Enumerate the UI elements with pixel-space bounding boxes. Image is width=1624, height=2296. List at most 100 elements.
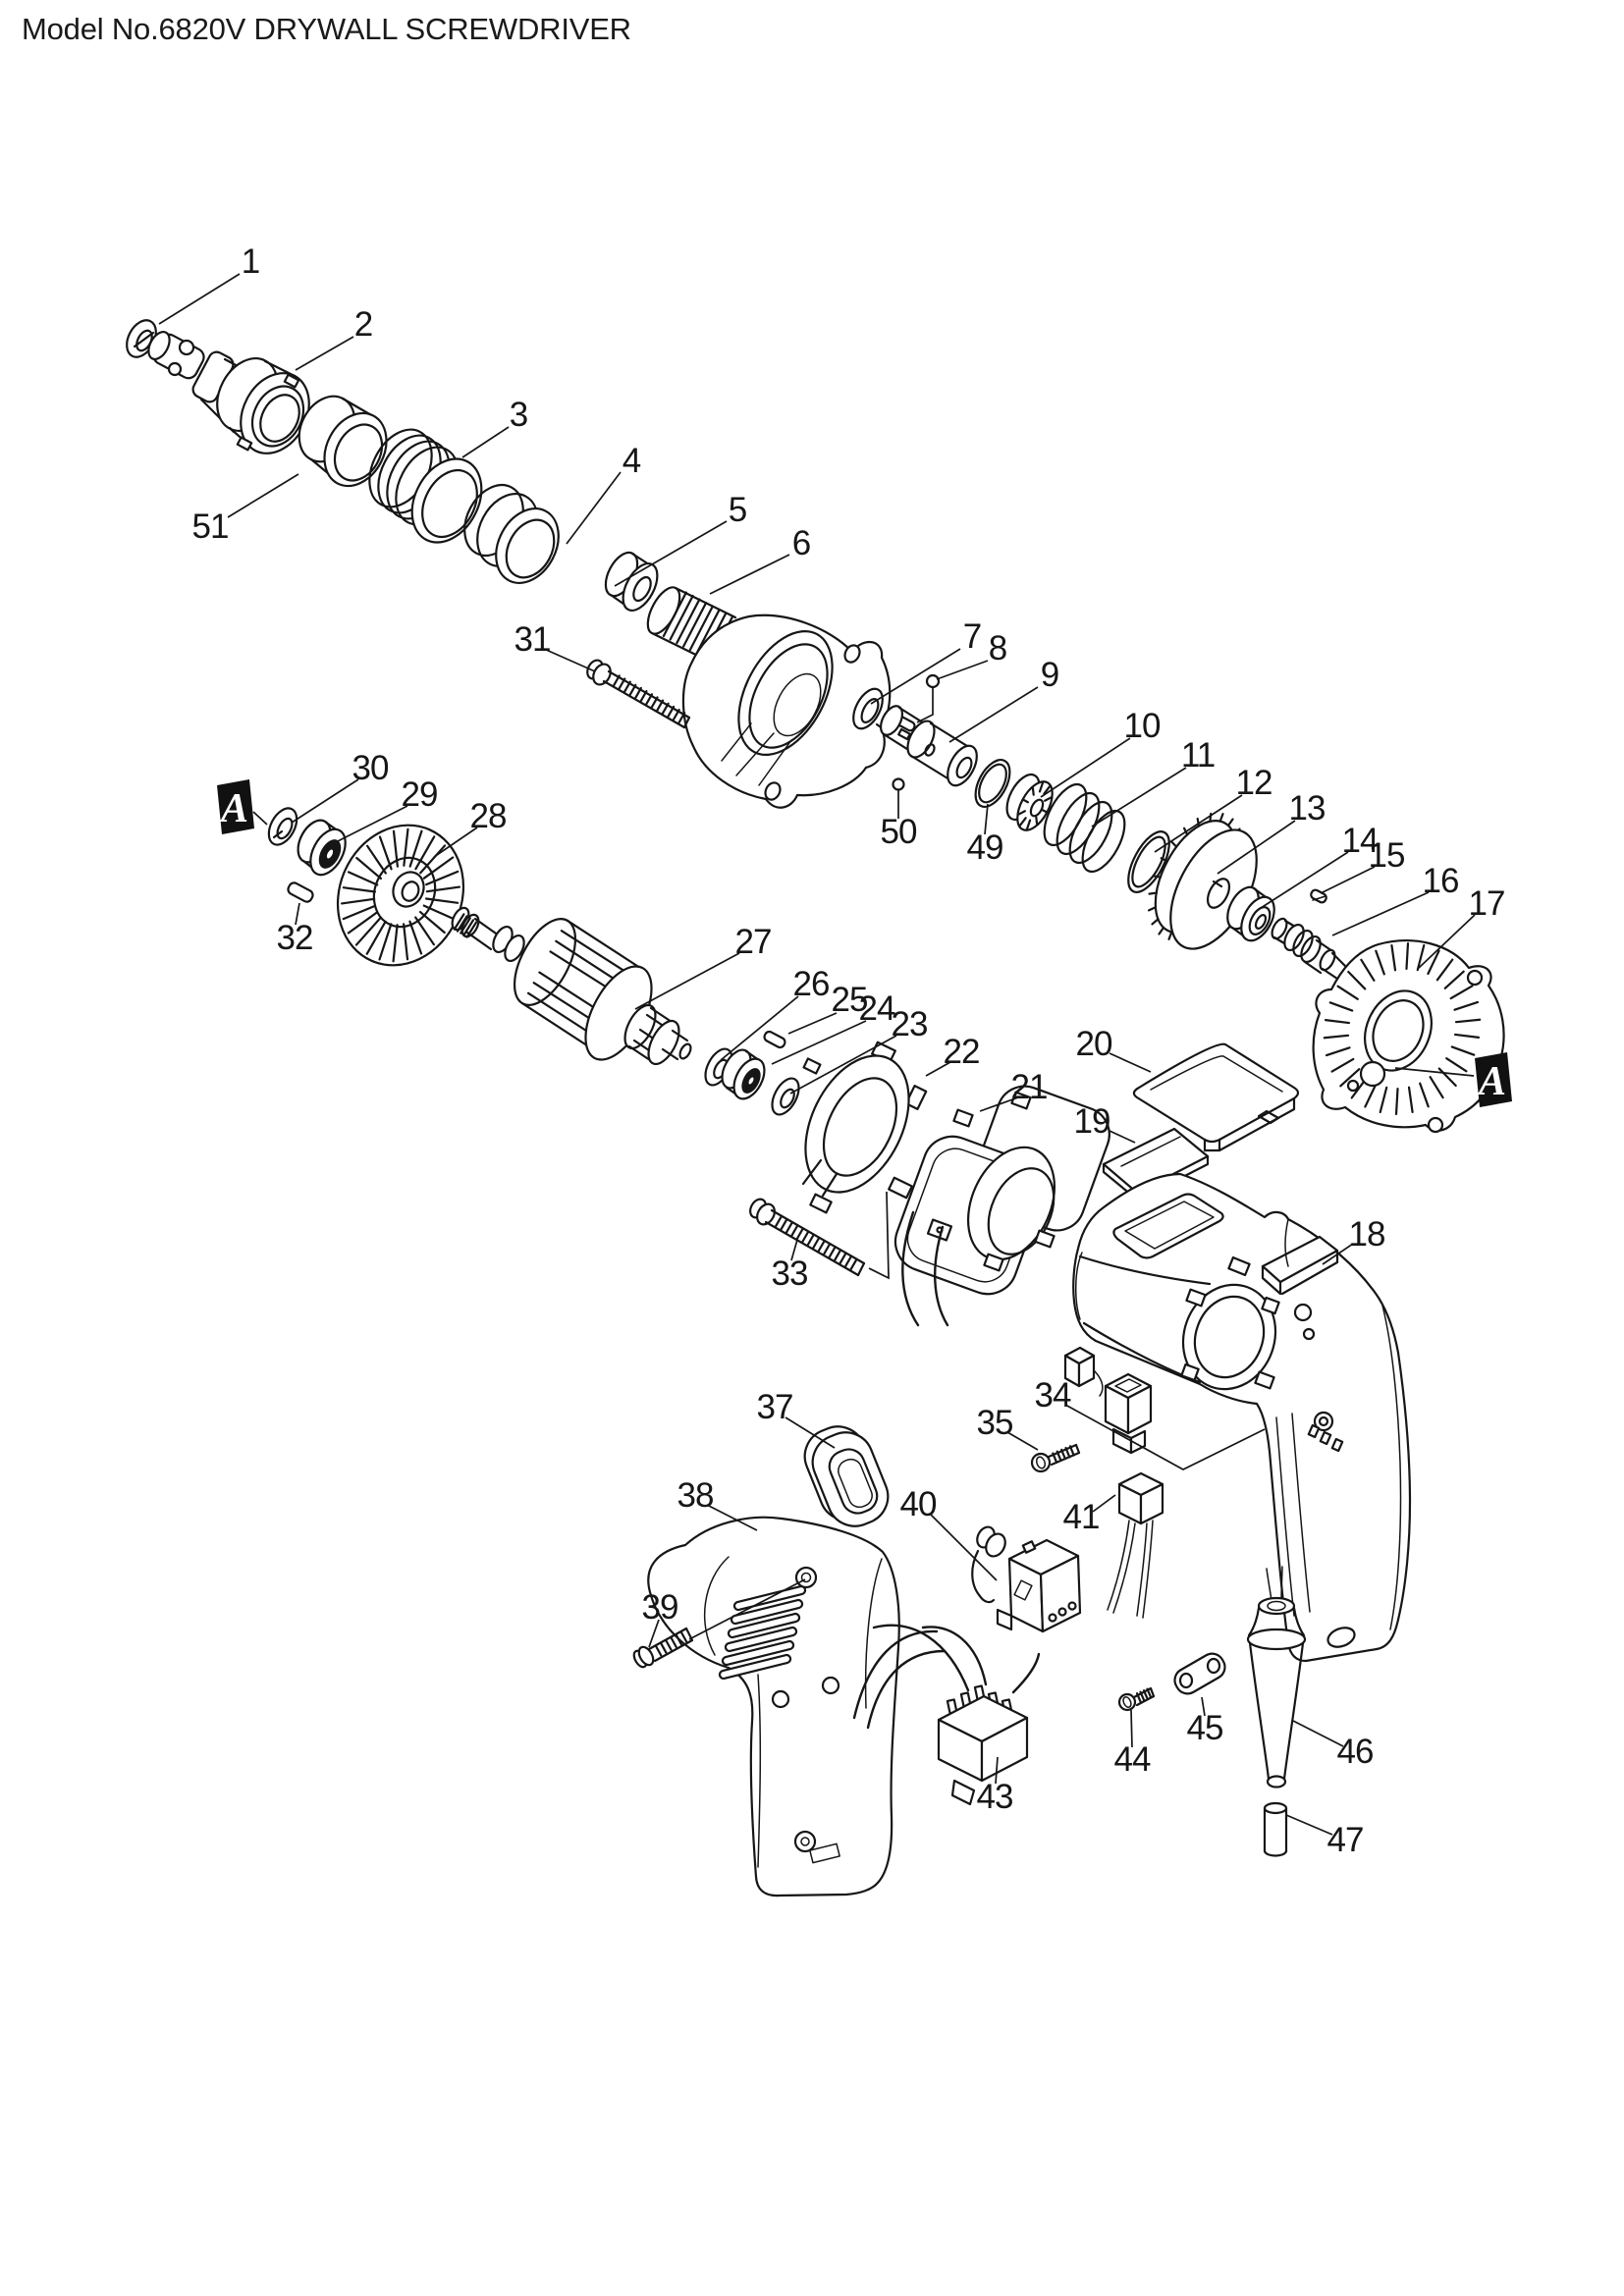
part-label-39: 39 [642, 1588, 678, 1627]
part-35-screw [1030, 1443, 1081, 1473]
leader-line-A-right [1394, 1067, 1475, 1077]
part-label-1: 1 [242, 242, 259, 281]
part-18-motor-housing [1072, 1172, 1412, 1663]
part-43-terminal-block [852, 1624, 1041, 1806]
part-label-16: 16 [1423, 862, 1459, 900]
part-label-12: 12 [1236, 764, 1272, 802]
aux-line-1 [916, 687, 934, 723]
leader-line-15 [1320, 866, 1376, 894]
leader-line-39 [648, 1619, 660, 1648]
leader-line-40 [930, 1514, 998, 1581]
part-49-ring [974, 759, 1011, 808]
part-40-switch [971, 1525, 1082, 1633]
part-32-pin [287, 881, 314, 903]
page-title: Model No.6820V DRYWALL SCREWDRIVER [22, 12, 631, 46]
part-label-23: 23 [892, 1005, 928, 1043]
leader-line-35 [1006, 1431, 1039, 1451]
leader-line-22 [925, 1061, 951, 1077]
part-label-51: 51 [192, 507, 229, 546]
leader-line-43 [995, 1756, 999, 1785]
leader-lines [158, 273, 1476, 1836]
view-marker-letter-A-right: A [1476, 1059, 1506, 1104]
part-14-bearing [1226, 885, 1275, 942]
part-label-7: 7 [963, 617, 981, 656]
part-label-43: 43 [977, 1778, 1013, 1816]
part-label-17: 17 [1469, 884, 1505, 923]
part-38-handle-cover [647, 1516, 900, 1897]
leader-line-34 [1064, 1404, 1266, 1470]
part-label-41: 41 [1063, 1498, 1100, 1536]
part-label-9: 9 [1041, 656, 1058, 694]
leader-line-44 [1130, 1709, 1133, 1748]
part-22-brush-holder-baffle [801, 1041, 928, 1214]
part-37-grommet [803, 1425, 890, 1527]
part-label-27: 27 [735, 923, 772, 961]
part-label-18: 18 [1349, 1215, 1385, 1254]
leader-line-10 [1040, 737, 1131, 798]
leader-line-51 [227, 473, 299, 518]
leader-line-16 [1331, 891, 1430, 936]
part-3-adjusting-sleeve [368, 428, 483, 544]
part-12-ring [1127, 830, 1170, 893]
leader-line-37 [785, 1416, 836, 1449]
leader-line-33 [790, 1239, 798, 1261]
leader-line-31 [543, 648, 596, 672]
leader-line-46 [1292, 1720, 1344, 1747]
part-41-connector [1107, 1471, 1164, 1619]
part-11-spring [1043, 782, 1126, 874]
part-label-14: 14 [1342, 822, 1379, 860]
part-label-21: 21 [1011, 1068, 1048, 1106]
leader-line-23 [789, 1035, 897, 1095]
leader-line-14 [1260, 851, 1349, 909]
part-label-33: 33 [772, 1255, 808, 1293]
leader-line-3 [461, 426, 510, 458]
leader-line-1 [158, 273, 241, 325]
part-label-22: 22 [944, 1033, 980, 1071]
part-31-screw [586, 659, 691, 729]
part-label-11: 11 [1181, 736, 1215, 774]
part-label-37: 37 [757, 1388, 793, 1426]
part-20-holder-cap [1132, 1042, 1300, 1152]
part-label-46: 46 [1337, 1733, 1374, 1771]
leader-line-12 [1154, 794, 1243, 853]
part-46-cord-guard [1246, 1566, 1307, 1789]
part-label-30: 30 [352, 749, 389, 787]
part-24-bearing [721, 1048, 766, 1100]
part-label-20: 20 [1076, 1025, 1112, 1063]
leader-line-29 [331, 805, 408, 845]
part-label-38: 38 [677, 1476, 714, 1515]
leader-line-2 [295, 336, 354, 371]
leader-line-45 [1201, 1696, 1206, 1717]
leader-line-9 [948, 686, 1039, 743]
part-label-40: 40 [900, 1485, 937, 1523]
view-marker-badge-A-left [217, 779, 254, 834]
leader-line-4 [566, 471, 622, 545]
part-label-49: 49 [967, 828, 1003, 867]
leader-line-47 [1285, 1814, 1333, 1836]
part-30-washer [267, 807, 298, 846]
part-label-35: 35 [977, 1404, 1013, 1442]
part-2-locator [147, 330, 310, 454]
leader-line-8 [936, 660, 989, 680]
view-markers: AA [217, 779, 1512, 1107]
part-25-pin [763, 1030, 786, 1049]
part-10-clutch-gear [1005, 773, 1054, 831]
leader-line-25 [787, 1012, 838, 1035]
leader-line-18 [1322, 1243, 1354, 1265]
part-6-gear-housing [646, 586, 892, 809]
part-label-19: 19 [1074, 1102, 1110, 1141]
part-label-2: 2 [354, 305, 372, 344]
part-label-24: 24 [859, 989, 895, 1028]
leader-line-28 [433, 827, 478, 858]
part-33-screw [749, 1198, 866, 1277]
part-label-47: 47 [1327, 1821, 1364, 1859]
part-27-armature [451, 906, 692, 1066]
leader-line-13 [1217, 820, 1296, 875]
part-16-gear-shaft [1271, 917, 1357, 984]
part-label-8: 8 [989, 629, 1006, 667]
part-label-26: 26 [793, 965, 830, 1003]
part-label-25: 25 [832, 981, 868, 1019]
